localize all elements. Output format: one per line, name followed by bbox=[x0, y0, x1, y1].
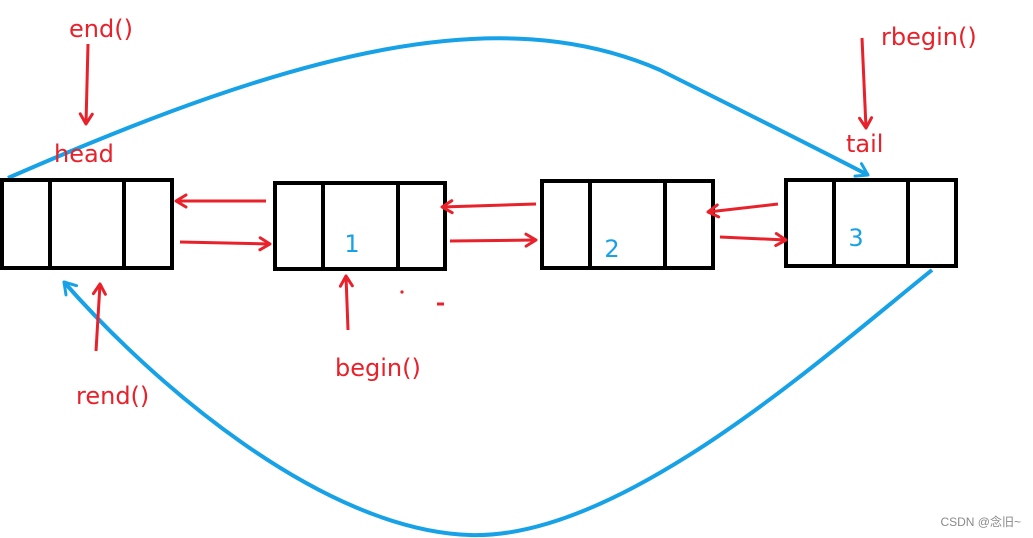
next-arrow-1-to-2 bbox=[449, 232, 538, 248]
rend-label: rend() bbox=[76, 382, 149, 410]
list-node-tail: 3 bbox=[784, 178, 958, 268]
circular-link-bottom-curve bbox=[62, 268, 934, 538]
rbegin-label: rbegin() bbox=[881, 23, 977, 51]
list-node-1: 1 bbox=[273, 181, 447, 271]
rbegin-pointer-arrow bbox=[858, 37, 874, 130]
end-label: end() bbox=[69, 15, 133, 43]
list-node-2: 2 bbox=[540, 179, 715, 270]
watermark: CSDN @念旧~ bbox=[940, 515, 1021, 529]
rend-pointer-arrow bbox=[91, 282, 107, 352]
node-value: 3 bbox=[848, 224, 863, 252]
node-value: 2 bbox=[604, 235, 619, 263]
stray-dot bbox=[400, 290, 404, 294]
begin-label: begin() bbox=[335, 354, 421, 382]
circular-link-top-curve bbox=[7, 36, 870, 180]
tail-label: tail bbox=[846, 130, 883, 158]
list-node-head bbox=[0, 178, 174, 270]
next-arrow-head-to-1 bbox=[179, 236, 272, 252]
begin-pointer-arrow bbox=[338, 274, 354, 331]
next-arrow-2-to-tail bbox=[719, 232, 788, 248]
prev-arrow-tail-to-2 bbox=[706, 202, 779, 219]
node-value: 1 bbox=[344, 230, 359, 258]
end-pointer-arrow bbox=[78, 43, 94, 126]
prev-arrow-2-to-1 bbox=[440, 199, 537, 215]
head-label: head bbox=[54, 140, 114, 168]
